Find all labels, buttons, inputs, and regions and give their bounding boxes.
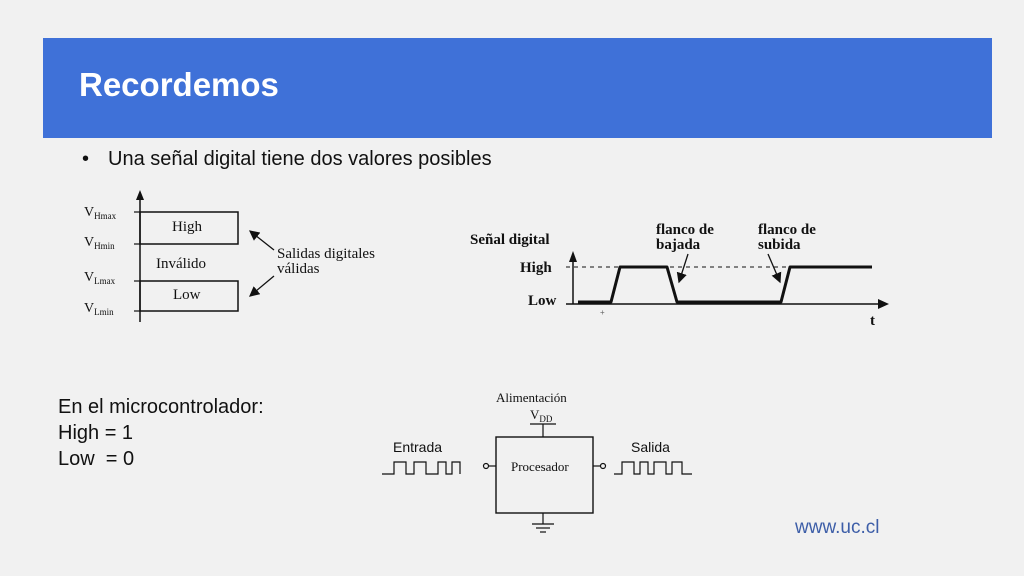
low-pointer-arrow-icon <box>249 275 275 297</box>
high-band <box>139 211 239 245</box>
input-label: Entrada <box>393 439 442 455</box>
output-label: Salida <box>631 439 670 455</box>
processor-diagram: Alimentación VDD Procesador Entrada Sali… <box>382 390 692 533</box>
bullet-item: • Una señal digital tiene dos valores pos… <box>82 148 492 171</box>
ground-icon <box>532 523 554 533</box>
valid-outputs-label-1: Salidas digitales <box>277 246 375 262</box>
vdd-label: VDD <box>530 407 553 424</box>
wave-low-label: Low <box>528 293 557 309</box>
voltage-levels-diagram: VHmax VHmin VLmax VLmin High Inválido Lo… <box>84 190 375 322</box>
falling-edge-arrow-icon <box>676 253 689 284</box>
mc-line-2: High = 1 <box>58 422 134 444</box>
rising-edge-label-2: subida <box>758 237 801 253</box>
valid-outputs-label-2: válidas <box>277 261 320 277</box>
v-lmin-label: VLmin <box>84 301 114 317</box>
bullet-text: Una señal digital tiene dos valores posi… <box>108 148 492 170</box>
wave-high-label: High <box>520 260 552 276</box>
slide-title: Recordemos <box>79 66 279 103</box>
low-band <box>139 280 239 312</box>
processor-label: Procesador <box>511 459 569 474</box>
v-lmax-label: VLmax <box>84 270 116 286</box>
time-axis-arrow-icon <box>878 299 889 309</box>
invalid-band-label: Inválido <box>156 256 206 272</box>
rising-edge-label-1: flanco de <box>758 222 816 238</box>
waveform-diagram: + Señal digital High Low flanco de bajad… <box>470 222 889 329</box>
digital-signal-trace <box>578 265 872 304</box>
high-band-label: High <box>172 219 203 235</box>
voltage-axis-arrow-icon <box>136 190 144 200</box>
time-axis-label: t <box>870 313 875 329</box>
falling-edge-label-1: flanco de <box>656 222 714 238</box>
processor-box <box>495 436 594 514</box>
v-hmax-label: VHmax <box>84 205 117 221</box>
power-label: Alimentación <box>496 390 567 405</box>
input-pulse-train-icon <box>382 461 461 475</box>
output-pulse-train-icon <box>614 461 692 475</box>
input-pin <box>482 462 490 470</box>
footer-url-link[interactable]: www.uc.cl <box>795 517 880 538</box>
signal-axis-arrow-icon <box>569 251 577 262</box>
high-pointer-arrow-icon <box>248 230 275 251</box>
svg-text:+: + <box>600 308 605 317</box>
signal-label: Señal digital <box>470 232 550 248</box>
rising-edge-arrow-icon <box>767 253 782 284</box>
mc-line-1: En el microcontrolador: <box>58 396 264 418</box>
low-band-label: Low <box>173 287 201 303</box>
v-hmin-label: VHmin <box>84 235 115 251</box>
title-bar: Recordemos <box>43 38 992 138</box>
output-pin <box>599 462 607 470</box>
falling-edge-label-2: bajada <box>656 237 701 253</box>
bullet-dot-icon: • <box>82 148 90 170</box>
mc-line-3: Low = 0 <box>58 448 135 470</box>
microcontroller-block: En el microcontrolador: High = 1 Low = 0 <box>58 394 264 472</box>
